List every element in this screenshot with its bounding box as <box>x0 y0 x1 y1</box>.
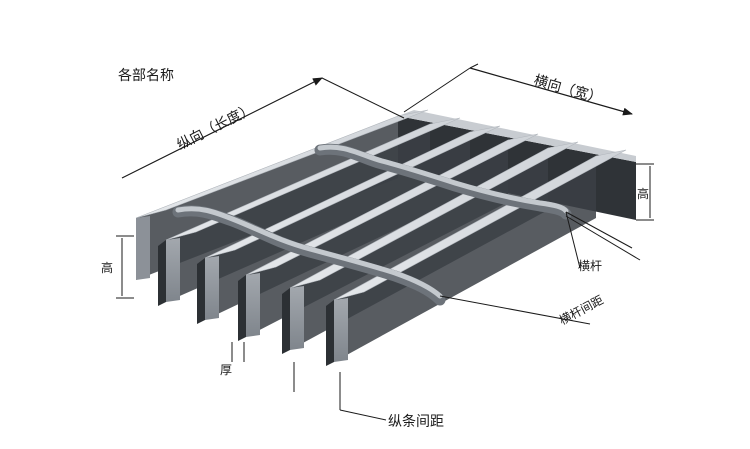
bearing-bar-top <box>165 117 461 241</box>
bearing-bar-top <box>289 141 579 289</box>
thickness-callout: 厚 <box>220 342 245 377</box>
cross-bar-callout: 横杆 <box>565 211 633 273</box>
bearing-bar-edge <box>282 288 290 354</box>
bearing-bar-edge <box>326 300 334 366</box>
bearing-bar-edge <box>238 275 246 341</box>
bearing-bar-edge <box>197 258 205 324</box>
bearing-bar-top <box>204 125 501 259</box>
transverse-label: 横向（宽） <box>532 72 604 108</box>
bearing-bar-top <box>135 109 429 219</box>
bearing-bar-front <box>290 286 304 350</box>
diagram-title: 各部名称 <box>118 68 174 84</box>
bearing-bar-spacing-label: 纵条间距 <box>388 413 444 430</box>
bearing-bar-front <box>136 216 150 280</box>
bearing-bar-edge <box>158 240 166 306</box>
bearing-bar-front <box>246 273 260 337</box>
cross-bar-label: 横杆 <box>578 259 602 273</box>
bearing-bar-front <box>334 298 348 362</box>
cross-bar-rod <box>172 143 572 306</box>
bearing-bar-spacing-dimension: 纵条间距 <box>293 362 444 430</box>
bearing-bar-top <box>245 133 539 276</box>
height-dimension-right: 高 <box>636 163 654 221</box>
bearing-bar-front <box>166 238 180 302</box>
grating-body <box>135 109 627 366</box>
height-label-right: 高 <box>637 186 649 201</box>
bearing-bar-front <box>205 256 219 320</box>
height-dimension-left: 高 <box>101 235 134 299</box>
thickness-label: 厚 <box>220 363 232 377</box>
height-label-left: 高 <box>101 260 113 275</box>
bearing-bars <box>135 109 627 366</box>
longitudinal-label: 纵向（长度） <box>175 101 257 153</box>
transverse-dimension: 横向（宽） <box>403 63 633 116</box>
